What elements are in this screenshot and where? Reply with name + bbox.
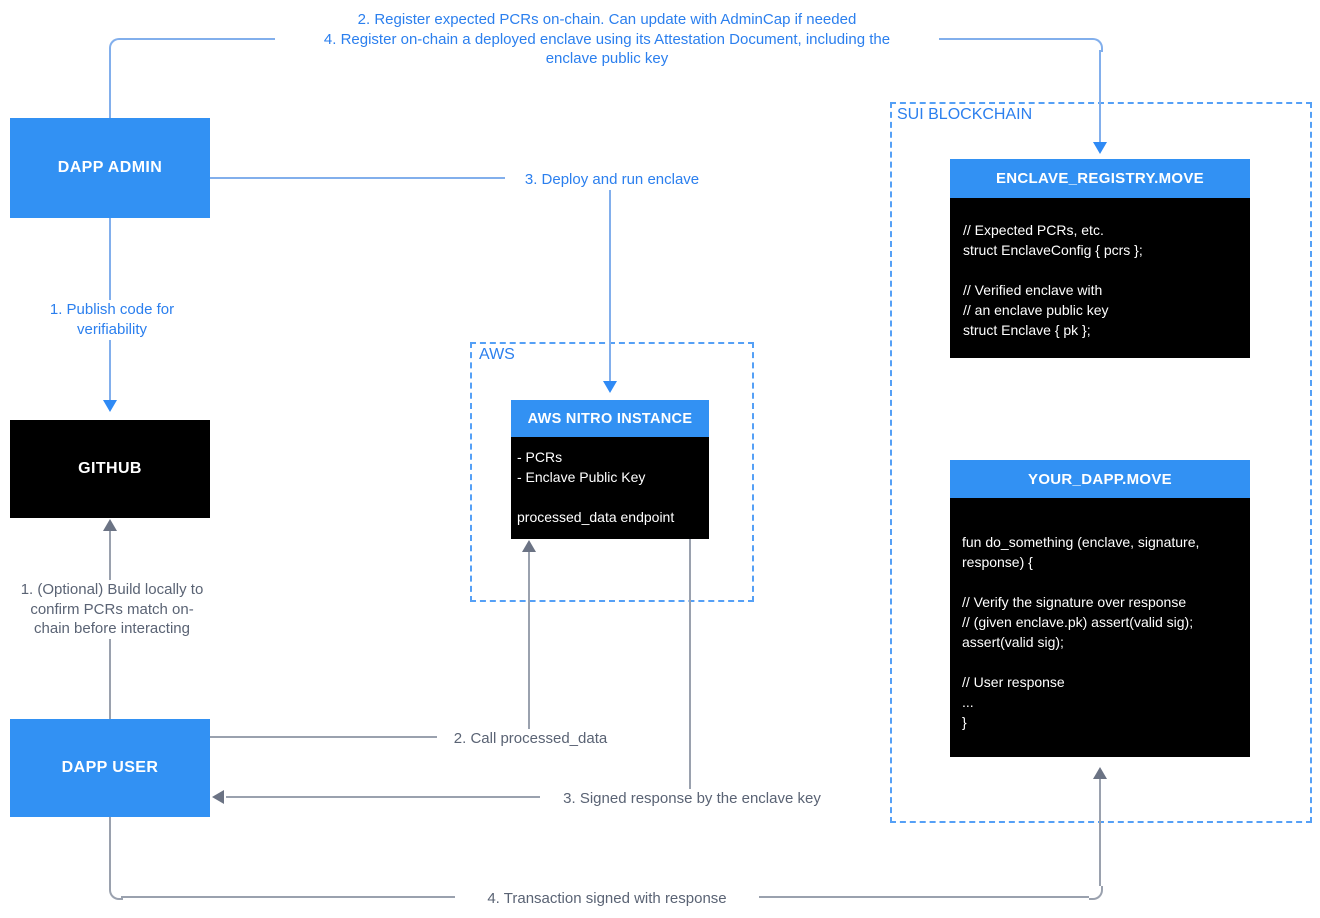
- edge-optional-build-label: 1. (Optional) Build locally to confirm P…: [15, 580, 209, 639]
- edge-optional-build-arrowhead-icon: [103, 519, 117, 531]
- edge-txn-vline-right: [1099, 779, 1101, 886]
- edge-call-arrowhead-icon: [522, 540, 536, 552]
- enclave-registry-body: // Expected PCRs, etc. struct EnclaveCon…: [950, 198, 1250, 358]
- aws-group-label: AWS: [479, 346, 515, 363]
- edge-publish-label: 1. Publish code for verifiability: [30, 300, 194, 340]
- your-dapp-node: YOUR_DAPP.MOVE fun do_something (enclave…: [950, 460, 1250, 757]
- github-label: GITHUB: [78, 460, 142, 477]
- edge-signed-vline: [689, 539, 691, 797]
- edge-register-vline-left: [109, 50, 111, 118]
- dapp-user-label: DAPP USER: [61, 759, 159, 776]
- edge-txn-label: 4. Transaction signed with response: [455, 889, 759, 909]
- edge-call-label: 2. Call processed_data: [437, 729, 624, 749]
- edge-signed-hline: [226, 796, 690, 798]
- edge-signed-arrowhead-icon: [212, 790, 224, 804]
- enclave-registry-node: ENCLAVE_REGISTRY.MOVE // Expected PCRs, …: [950, 159, 1250, 358]
- github-node: GITHUB: [10, 420, 210, 518]
- edge-register-corner-right: [1089, 38, 1103, 52]
- edge-publish-arrowhead-icon: [103, 400, 117, 412]
- aws-group: [470, 342, 754, 602]
- edge-txn-arrowhead-icon: [1093, 767, 1107, 779]
- edge-txn-vline-left: [109, 817, 111, 888]
- aws-nitro-instance-node: AWS NITRO INSTANCE - PCRs - Enclave Publ…: [511, 400, 709, 539]
- edge-register-corner-left: [109, 38, 123, 52]
- edge-deploy-arrowhead-icon: [603, 381, 617, 393]
- edge-signed-label: 3. Signed response by the enclave key: [540, 789, 844, 809]
- dapp-user-node: DAPP USER: [10, 719, 210, 817]
- edge-call-vline: [528, 552, 530, 738]
- dapp-admin-label: DAPP ADMIN: [57, 159, 163, 176]
- edge-txn-corner-left: [109, 886, 123, 900]
- enclave-registry-header: ENCLAVE_REGISTRY.MOVE: [950, 159, 1250, 198]
- aws-nitro-instance-header: AWS NITRO INSTANCE: [511, 400, 709, 437]
- edge-call-hline: [210, 736, 529, 738]
- edge-register-vline-right: [1099, 50, 1101, 142]
- aws-nitro-instance-body: - PCRs - Enclave Public Key processed_da…: [511, 437, 709, 539]
- edge-register-label: 2. Register expected PCRs on-chain. Can …: [275, 10, 939, 69]
- sui-blockchain-group-label: SUI BLOCKCHAIN: [897, 106, 1033, 123]
- edge-txn-corner-right: [1089, 886, 1103, 900]
- edge-deploy-hline: [210, 177, 610, 179]
- sui-blockchain-group: [890, 102, 1312, 823]
- edge-deploy-label: 3. Deploy and run enclave: [505, 170, 719, 190]
- dapp-admin-node: DAPP ADMIN: [10, 118, 210, 218]
- your-dapp-header: YOUR_DAPP.MOVE: [950, 460, 1250, 498]
- edge-register-arrowhead-icon: [1093, 142, 1107, 154]
- your-dapp-body: fun do_something (enclave, signature, re…: [950, 498, 1250, 757]
- edge-deploy-vline: [609, 177, 611, 381]
